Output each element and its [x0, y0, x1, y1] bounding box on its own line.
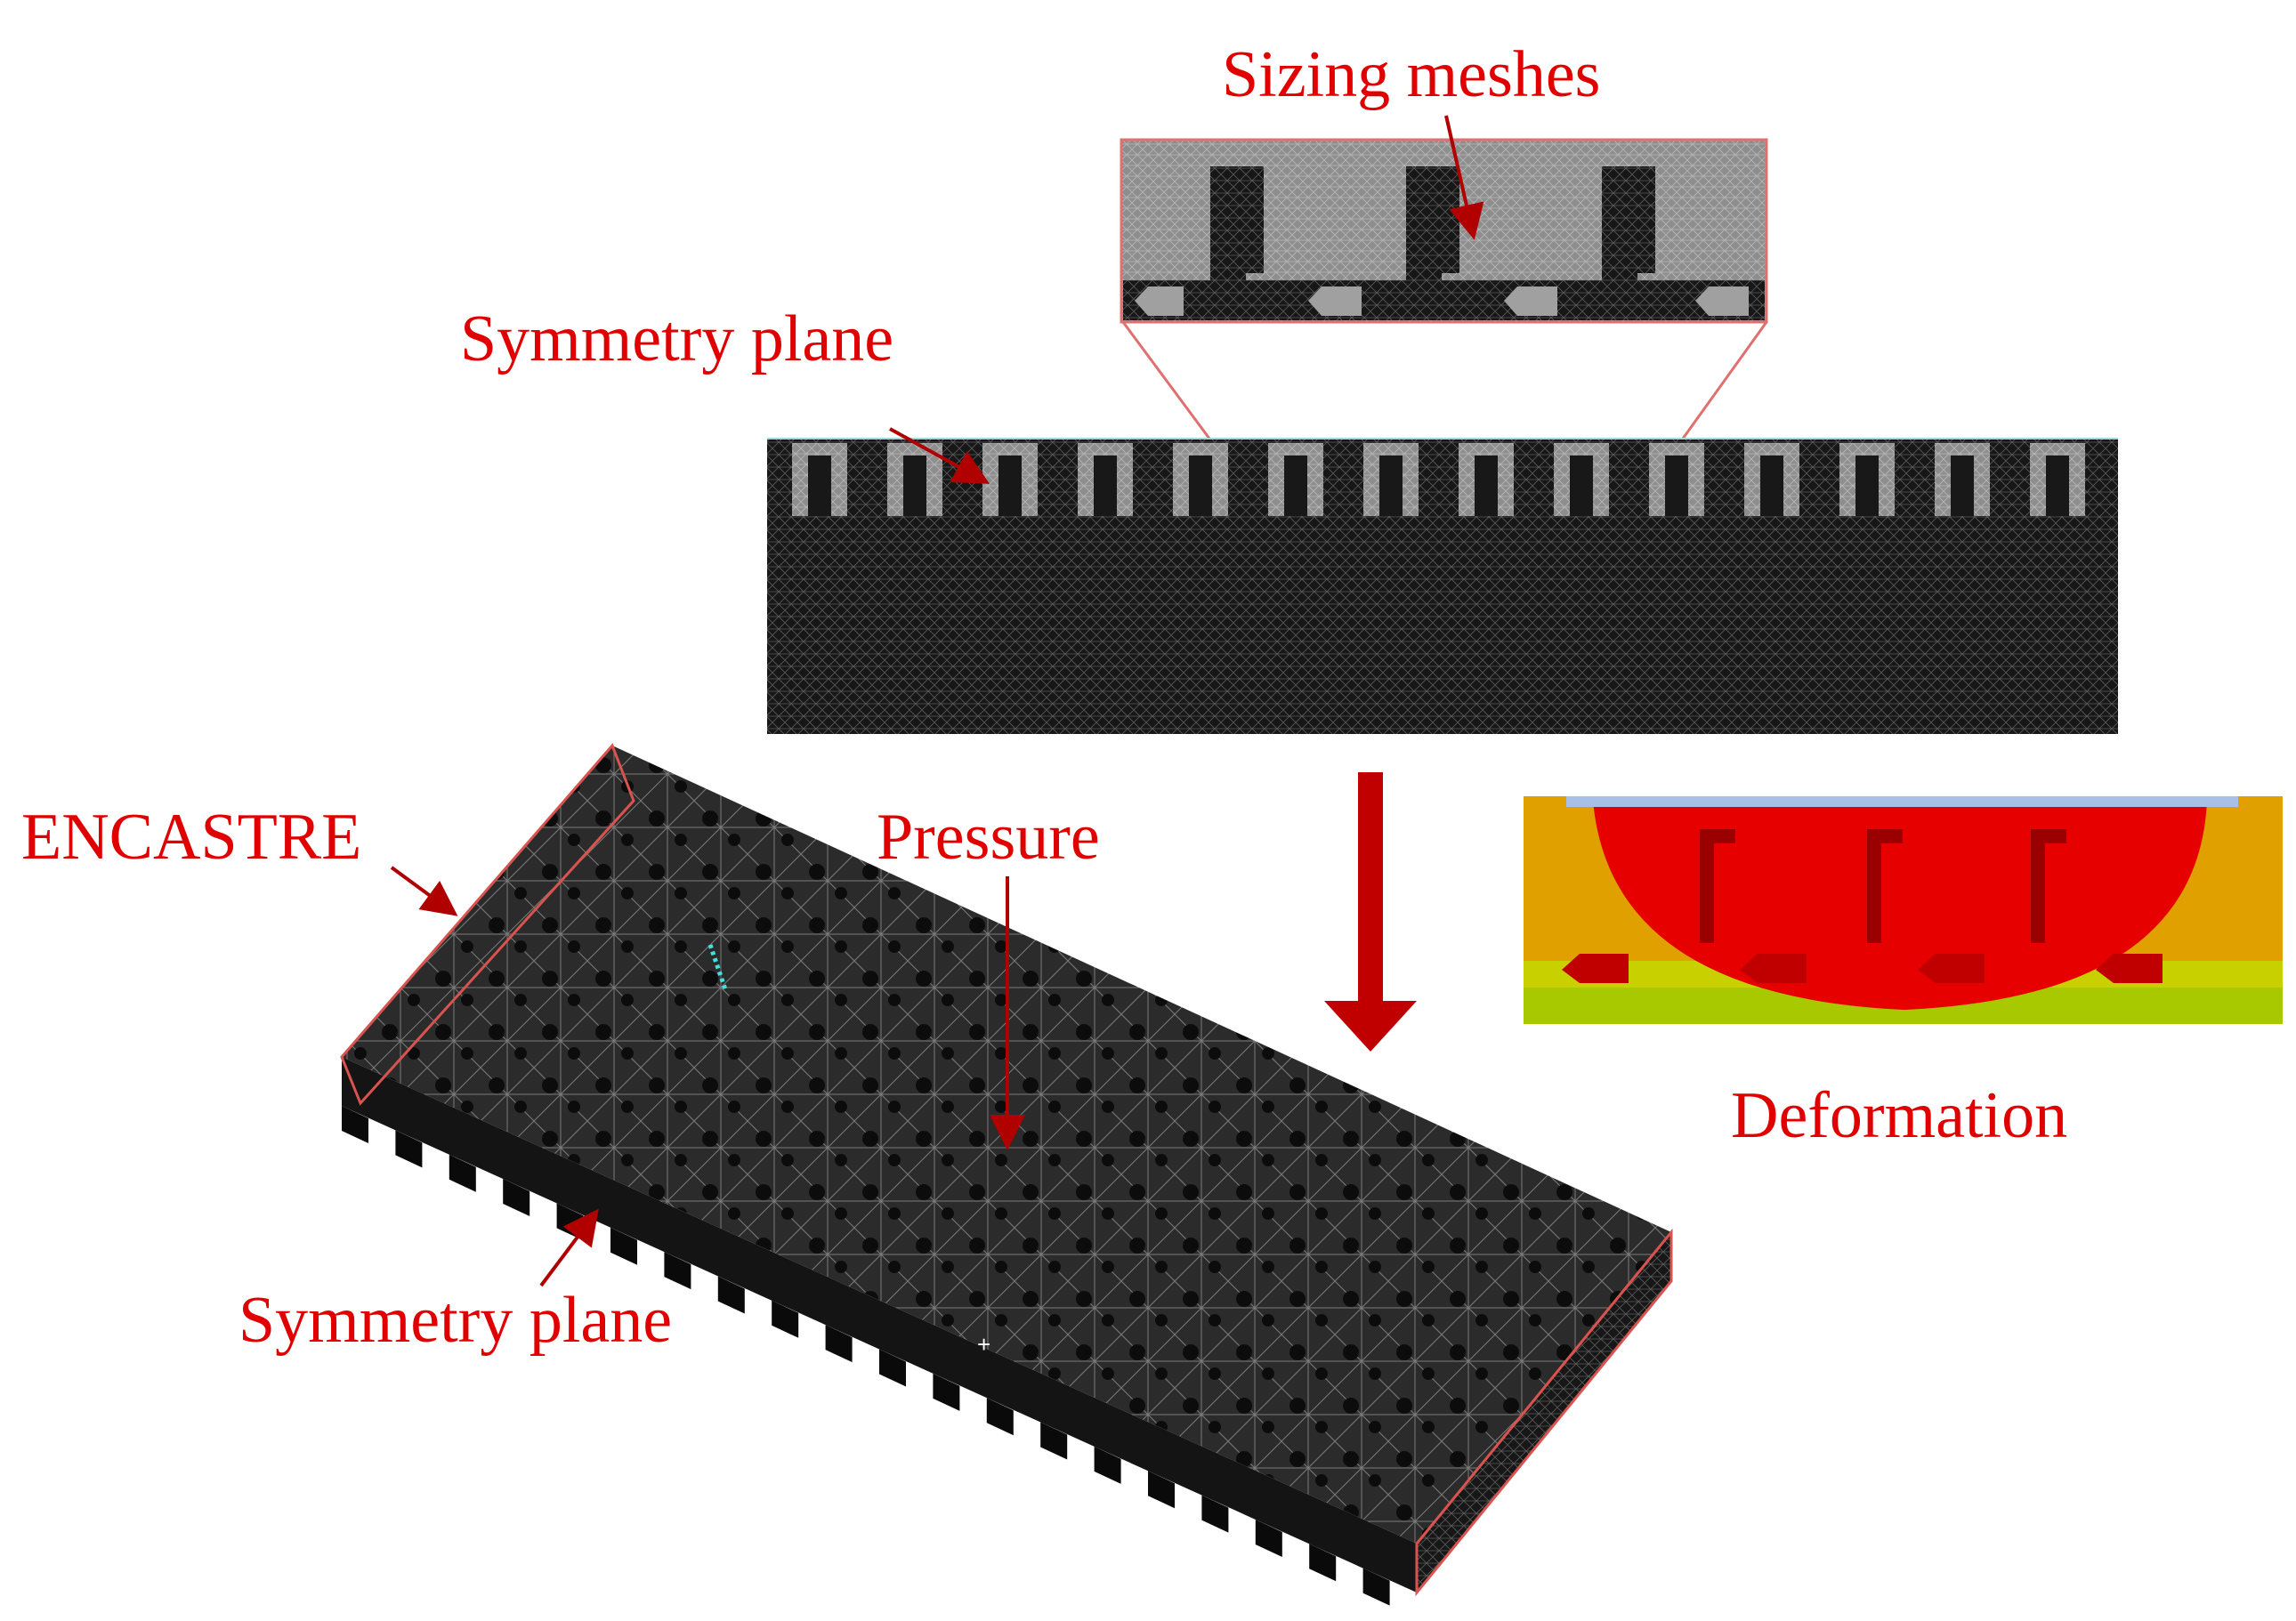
slab-rib — [879, 1349, 906, 1387]
svg-text:+: + — [977, 1331, 990, 1358]
section-channel — [998, 456, 1022, 516]
slab-rib — [1362, 1568, 1390, 1606]
slab-rib — [664, 1252, 691, 1290]
arrow-symmetry-plane-top — [889, 427, 990, 484]
deformation-contour — [1524, 796, 2283, 1024]
slab-rib — [610, 1227, 637, 1265]
section-channel — [1094, 456, 1117, 516]
slab-rib — [395, 1130, 423, 1168]
label-pressure: Pressure — [877, 801, 1100, 874]
section-channel — [1760, 456, 1783, 516]
slab-rib — [933, 1373, 960, 1411]
section-channel — [903, 456, 926, 516]
slab-rib — [1309, 1544, 1337, 1582]
slab-rib — [1255, 1519, 1282, 1557]
arrow-sizing-meshes — [1444, 115, 1484, 240]
slab-3d-model: + — [340, 743, 1673, 1606]
slab-rib — [503, 1179, 530, 1217]
slab-rib — [1040, 1422, 1068, 1460]
section-channel — [1665, 456, 1688, 516]
arrow-encastre — [390, 866, 458, 916]
label-sizing-meshes: Sizing meshes — [1222, 38, 1600, 111]
section-channel — [1284, 456, 1307, 516]
sizing-mesh-detail — [1120, 138, 1768, 324]
section-channel — [1951, 456, 1974, 516]
label-deformation: Deformation — [1731, 1079, 2067, 1152]
slab-rib — [342, 1106, 368, 1143]
section-channel — [1379, 456, 1403, 516]
arrow-symmetry-plane-bottom — [539, 1208, 599, 1287]
label-symmetry-plane-bottom: Symmetry plane — [238, 1284, 672, 1357]
slab-rib — [825, 1325, 853, 1363]
section-channel — [1570, 456, 1593, 516]
section-channel — [1475, 456, 1498, 516]
slab-rib — [986, 1398, 1014, 1436]
slab-rib — [1094, 1446, 1121, 1484]
slab-rib — [1201, 1495, 1229, 1533]
section-channel — [1855, 456, 1879, 516]
process-arrow — [1324, 772, 1417, 1052]
section-channel — [2046, 456, 2069, 516]
slab-rib — [1148, 1471, 1175, 1509]
slab-rib — [717, 1276, 745, 1314]
annotation-arrows — [390, 115, 1484, 1287]
slab-rib — [449, 1154, 476, 1192]
section-channel — [808, 456, 831, 516]
section-channel — [1189, 456, 1212, 516]
label-symmetry-plane-top: Symmetry plane — [460, 302, 893, 375]
mesh-section-view — [767, 438, 2118, 734]
slab-rib — [772, 1300, 799, 1338]
label-encastre: ENCASTRE — [21, 801, 361, 874]
